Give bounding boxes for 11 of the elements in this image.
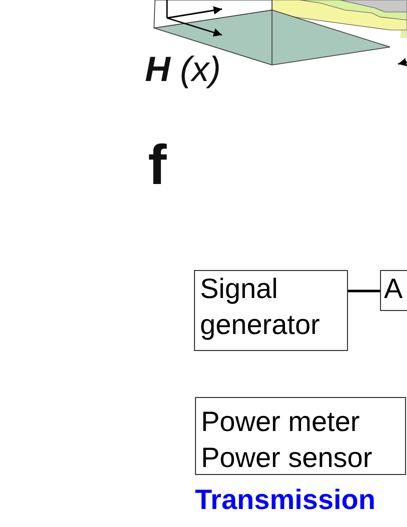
instrument-label: Signal generator (200, 272, 321, 342)
instrument-box (380, 270, 407, 311)
instrument-label: Power meter (201, 405, 361, 439)
axis-label: H (x) (145, 50, 221, 90)
instrument-box (195, 397, 406, 475)
connector-line (348, 290, 380, 292)
panel-label: f (148, 132, 167, 197)
section-title: Transmission (195, 484, 376, 516)
instrument-label: A (384, 272, 404, 306)
instrument-label: Power sensor (201, 441, 374, 475)
instrument-box (194, 270, 348, 351)
